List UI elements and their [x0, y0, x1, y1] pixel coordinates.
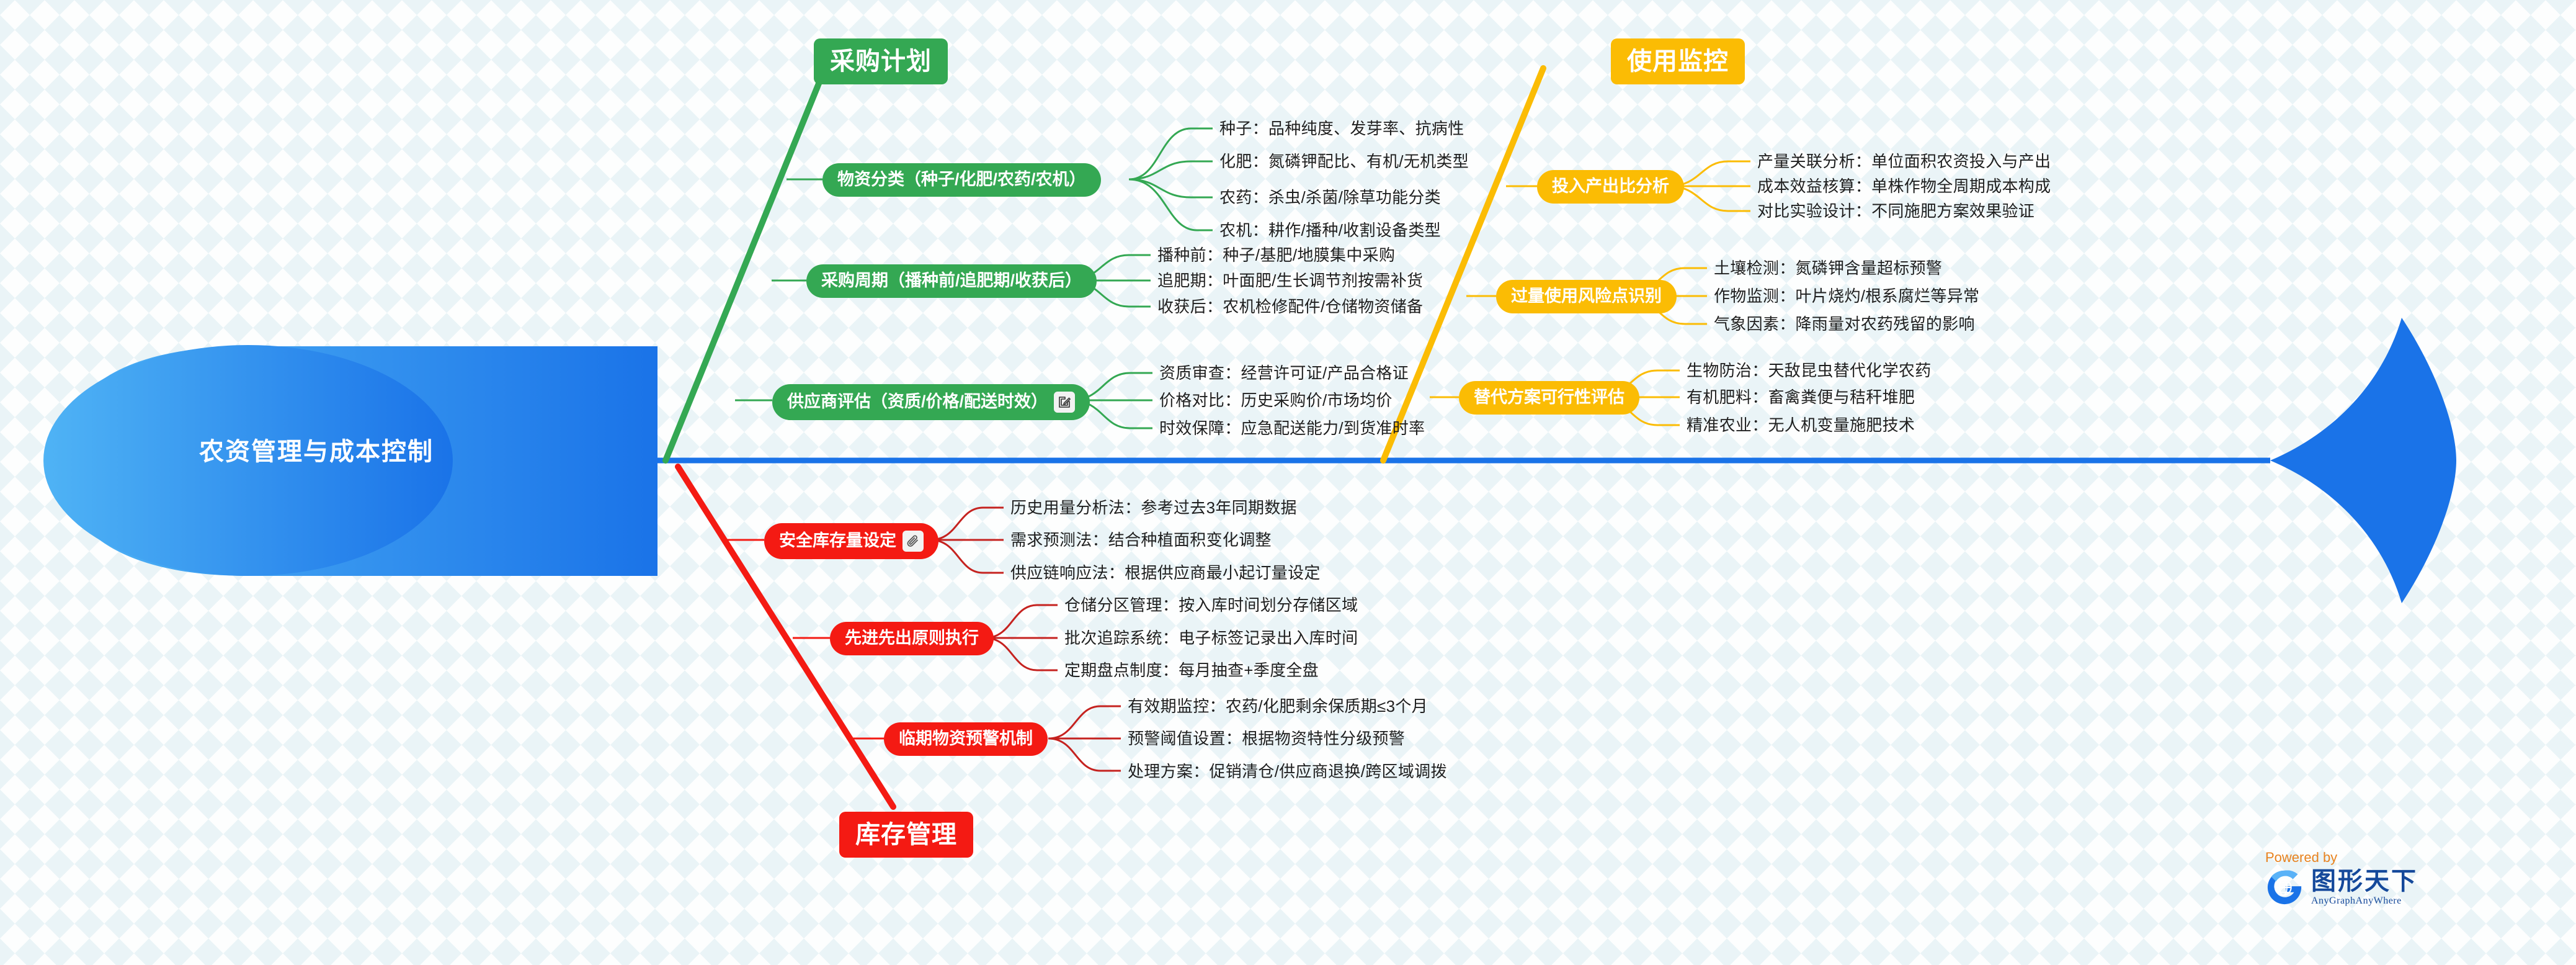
subtopic-label: 过量使用风险点识别 [1511, 287, 1662, 305]
leaf-text: 历史用量分析法：参考过去3年同期数据 [1010, 498, 1297, 517]
subtopic-label: 临期物资预警机制 [899, 729, 1033, 748]
leaf-text: 处理方案：促销清仓/供应商退换/跨区域调拨 [1128, 762, 1447, 781]
leaf-text: 供应链响应法：根据供应商最小起订量设定 [1010, 563, 1321, 582]
subtopic-fifo-execution[interactable]: 先进先出原则执行 [830, 622, 994, 655]
brand-logo-icon [2267, 870, 2302, 905]
rib-procurement-plan [662, 65, 828, 464]
subtopic-label: 替代方案可行性评估 [1474, 388, 1624, 406]
leaf-text: 生物防治：天敌昆虫替代化学农药 [1687, 361, 1932, 380]
leaf-curve [1128, 160, 1213, 181]
leaf-text: 农机：耕作/播种/收割设备类型 [1219, 221, 1441, 240]
leaf-text: 批次追踪系统：电子标签记录出入库时间 [1064, 629, 1358, 647]
subtopic-label: 投入产出比分析 [1552, 177, 1669, 195]
leaf-text: 追肥期：叶面肥/生长调节剂按需补货 [1157, 271, 1424, 290]
brand-name-cn: 图形天下 [2311, 868, 2418, 895]
leaf-curve [1128, 127, 1213, 181]
leaf-text: 土壤检测：氮磷钾含量超标预警 [1714, 259, 1943, 277]
leaf-text: 作物监测：叶片烧灼/根系腐烂等异常 [1714, 287, 1980, 305]
category-usage-monitoring[interactable]: 使用监控 [1611, 38, 1745, 84]
rib-usage-monitoring [1380, 65, 1546, 464]
leaf-curve [1048, 737, 1121, 772]
leaf-text: 对比实验设计：不同施肥方案效果验证 [1757, 202, 2035, 220]
leaf-text: 资质审查：经营许可证/产品合格证 [1159, 364, 1409, 382]
subtopic-alternative-feasibility[interactable]: 替代方案可行性评估 [1459, 381, 1639, 415]
leaf-curve [930, 506, 1004, 541]
leaf-text: 农药：杀虫/杀菌/除草功能分类 [1219, 188, 1441, 207]
leaf-text: 有机肥料：畜禽粪便与秸秆堆肥 [1687, 388, 1915, 406]
leaf-text: 时效保障：应急配送能力/到货准时率 [1159, 419, 1425, 438]
leaf-text: 成本效益核算：单株作物全周期成本构成 [1757, 177, 2051, 195]
subtopic-input-output-analysis[interactable]: 投入产出比分析 [1537, 170, 1684, 204]
leaf-text: 产量关联分析：单位面积农资投入与产出 [1757, 152, 2051, 171]
subtopic-label: 采购周期（播种前/追肥期/收获后） [821, 271, 1082, 290]
leaf-text: 收获后：农机检修配件/仓储物资储备 [1157, 297, 1424, 316]
watermark: Powered by 图形天下 AnyGraphAnyWhere [2265, 851, 2464, 907]
leaf-text: 有效期监控：农药/化肥剩余保质期≤3个月 [1128, 697, 1428, 716]
leaf-curve [1128, 178, 1213, 231]
subtopic-near-expiry-alert[interactable]: 临期物资预警机制 [884, 722, 1048, 756]
leaf-text: 气象因素：降雨量对农药残留的影响 [1714, 315, 1975, 333]
subtopic-label: 先进先出原则执行 [845, 629, 979, 647]
subtopic-material-classification[interactable]: 物资分类（种子/化肥/农药/农机） [822, 163, 1101, 197]
leaf-text: 播种前：种子/基肥/地膜集中采购 [1157, 246, 1396, 264]
leaf-text: 定期盘点制度：每月抽查+季度全盘 [1064, 661, 1319, 680]
subtopic-label: 供应商评估（资质/价格/配送时效） [787, 392, 1048, 411]
attachment-icon[interactable] [902, 531, 924, 552]
category-inventory-management[interactable]: 库存管理 [839, 812, 973, 858]
subtopic-label: 安全库存量设定 [779, 531, 896, 550]
leaf-text: 精准农业：无人机变量施肥技术 [1687, 416, 1915, 434]
fish-tail [2270, 318, 2456, 603]
subtopic-safety-stock-setting[interactable]: 安全库存量设定 [764, 523, 938, 559]
leaf-text: 仓储分区管理：按入库时间划分存储区域 [1064, 596, 1358, 614]
brand-name-en: AnyGraphAnyWhere [2311, 895, 2402, 906]
category-label: 使用监控 [1627, 48, 1729, 75]
leaf-text: 价格对比：历史采购价/市场均价 [1159, 391, 1393, 410]
subtopic-procurement-cycle[interactable]: 采购周期（播种前/追肥期/收获后） [806, 264, 1097, 298]
edit-icon[interactable] [1054, 392, 1076, 413]
rib-inventory-management [675, 464, 896, 810]
category-procurement-plan[interactable]: 采购计划 [814, 38, 948, 84]
leaf-curve [930, 539, 1004, 574]
subtopic-label: 物资分类（种子/化肥/农药/农机） [837, 170, 1086, 189]
fishbone-head-title: 农资管理与成本控制 [199, 438, 434, 465]
leaf-curve [984, 604, 1058, 639]
category-label: 库存管理 [855, 821, 957, 848]
fish-head-round [43, 345, 453, 576]
subtopic-overuse-risk-identification[interactable]: 过量使用风险点识别 [1496, 280, 1677, 313]
leaf-curve [1048, 705, 1121, 740]
category-label: 采购计划 [830, 48, 932, 75]
subtopic-supplier-evaluation[interactable]: 供应商评估（资质/价格/配送时效） [772, 384, 1090, 420]
watermark-powered-by: Powered by [2265, 850, 2338, 865]
leaf-text: 预警阈值设置：根据物资特性分级预警 [1128, 729, 1406, 748]
leaf-text: 种子：品种纯度、发芽率、抗病性 [1219, 119, 1464, 138]
leaf-curve [984, 637, 1058, 671]
leaf-text: 需求预测法：结合种植面积变化调整 [1010, 531, 1272, 549]
leaf-text: 化肥：氮磷钾配比、有机/无机类型 [1219, 152, 1469, 171]
